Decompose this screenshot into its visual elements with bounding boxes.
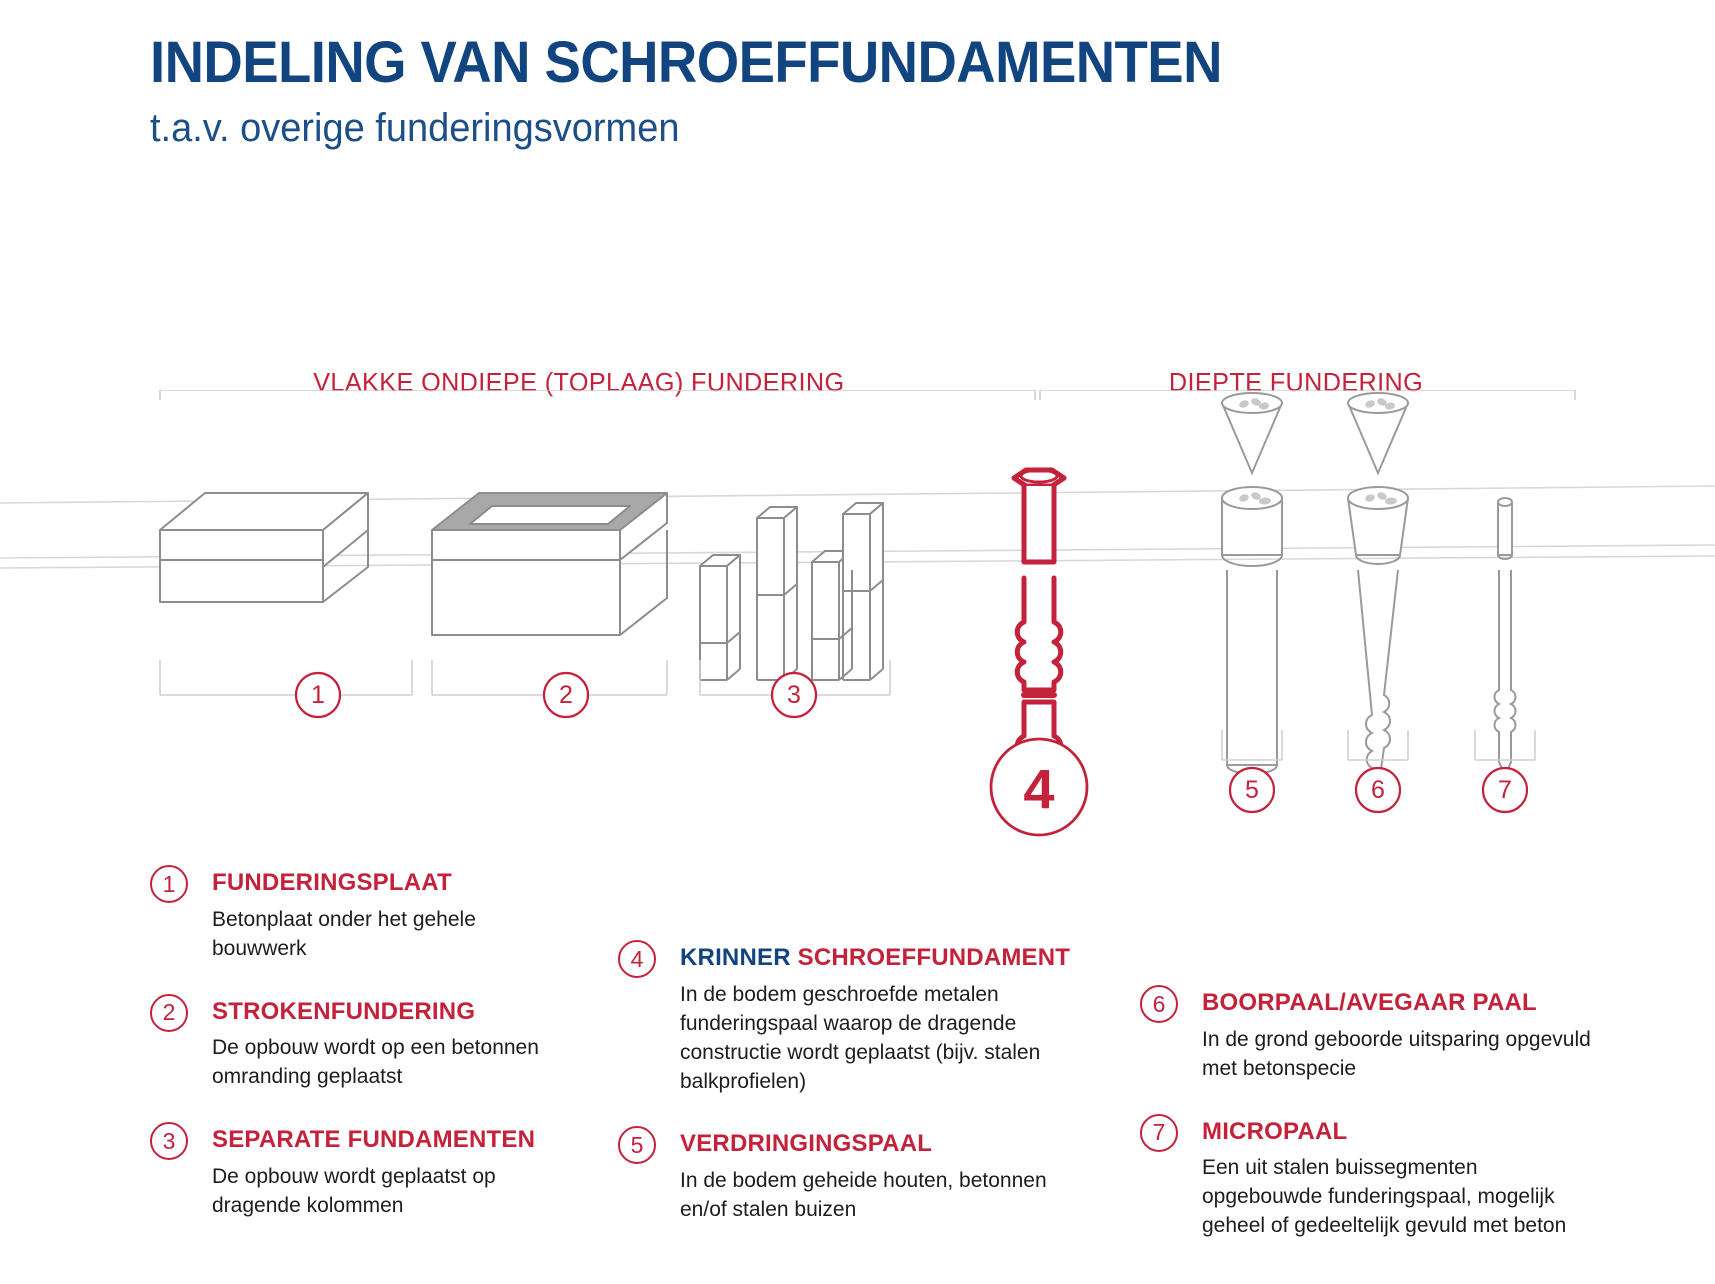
- legend-item-separate-fundamenten[interactable]: 3 SEPARATE FUNDAMENTEN De opbouw wordt g…: [150, 1122, 570, 1221]
- diagram-badge-7-label: 7: [1498, 776, 1512, 804]
- diagram-badge-2: [542, 671, 590, 719]
- legend-column-middle: 4 KRINNER SCHROEFFUNDAMENT In de bodem g…: [618, 940, 1070, 1255]
- legend-title-funderingsplaat: FUNDERINGSPLAAT: [212, 869, 452, 896]
- legend-item-krinner-schroeffundament[interactable]: 4 KRINNER SCHROEFFUNDAMENT In de bodem g…: [618, 940, 1070, 1096]
- legend-desc-verdringingspaal: In de bodem geheide houten, betonnen en/…: [680, 1169, 1047, 1222]
- diagram-measure-brackets: [159, 660, 1536, 761]
- legend-title-brand: KRINNER: [680, 944, 791, 971]
- legend-body: KRINNER SCHROEFFUNDAMENT In de bodem ges…: [680, 940, 1070, 1096]
- legend-badge-3: 3: [150, 1122, 188, 1161]
- legend-badge-1: 1: [150, 865, 188, 903]
- diagram-badge-1: [294, 671, 342, 719]
- legend-body: SEPARATE FUNDAMENTEN De opbouw wordt gep…: [212, 1122, 570, 1221]
- page-title: INDELING VAN SCHROEFFUNDAMENTEN: [150, 30, 1222, 95]
- legend-column-left: 1 FUNDERINGSPLAAT Betonplaat onder het g…: [150, 865, 570, 1251]
- legend-title-separate-fundamenten: SEPARATE FUNDAMENTEN: [212, 1126, 536, 1154]
- legend-desc-micropaal: Een uit stalen buissegmenten opgebouwde …: [1202, 1156, 1567, 1238]
- diagram-strokenfundering: [431, 492, 668, 636]
- legend-title-strokenfundering: STROKENFUNDERING: [212, 997, 476, 1025]
- legend-desc-boorpaal-avegaar-paal: In de grond geboorde uitsparing opgevuld…: [1202, 1027, 1591, 1080]
- legend-desc-krinner-schroeffundament: In de bodem geschroefde metalen funderin…: [680, 982, 1041, 1093]
- diagram-badge-4-label: 4: [1023, 758, 1054, 821]
- legend-desc-funderingsplaat: Betonplaat onder het gehele bouwwerk: [212, 907, 476, 960]
- legend-title-krinner-schroeffundament: KRINNER SCHROEFFUNDAMENT: [680, 940, 1070, 972]
- diagram-badge-4: [989, 737, 1089, 837]
- legend-body: MICROPAAL Een uit stalen buissegmenten o…: [1202, 1114, 1600, 1242]
- diagram-badge-1-label: 1: [311, 681, 325, 709]
- legend-desc-strokenfundering: De opbouw wordt op een betonnen omrandin…: [212, 1036, 539, 1089]
- legend-body: BOORPAAL/AVEGAAR PAAL In de grond geboor…: [1202, 985, 1600, 1084]
- legend-item-verdringingspaal[interactable]: 5 VERDRINGINGSPAAL In de bodem geheide h…: [618, 1126, 1048, 1225]
- title-block: INDELING VAN SCHROEFFUNDAMENTEN t.a.v. o…: [150, 30, 1570, 150]
- legend-badge-5: 5: [618, 1126, 656, 1165]
- diagram-badge-5: [1228, 766, 1276, 814]
- legend-body: STROKENFUNDERING De opbouw wordt op een …: [212, 994, 570, 1093]
- legend-title-verdringingspaal: VERDRINGINGSPAAL: [680, 1130, 933, 1158]
- diagram-badge-6-label: 6: [1371, 776, 1385, 804]
- diagram-badge-3: [770, 671, 818, 719]
- legend-column-right: 6 BOORPAAL/AVEGAAR PAAL In de grond gebo…: [1140, 985, 1600, 1271]
- section-brackets: [159, 390, 1576, 400]
- page-subtitle: t.a.v. overige funderingsvormen: [150, 106, 680, 150]
- diagram-number-badges: 1 2 3 4 5 6 7: [294, 671, 1529, 837]
- diagram-badge-3-label: 3: [787, 681, 801, 709]
- section-header-deep-foundation: DIEPTE FUNDERING: [1168, 367, 1424, 397]
- legend-badge-4: 4: [618, 940, 656, 978]
- legend-item-strokenfundering[interactable]: 2 STROKENFUNDERING De opbouw wordt op ee…: [150, 993, 570, 1093]
- diagram-funderingsplaat: [159, 492, 369, 603]
- diagram-micropaal: [1493, 497, 1517, 779]
- legend-item-funderingsplaat[interactable]: 1 FUNDERINGSPLAAT Betonplaat onder het g…: [150, 865, 570, 964]
- diagram-badge-2-label: 2: [559, 681, 573, 709]
- section-header-shallow-foundation: VLAKKE ONDIEPE (TOPLAAG) FUNDERING: [313, 367, 845, 397]
- legend-badge-6: 6: [1140, 985, 1178, 1023]
- legend-title-micropaal: MICROPAAL: [1202, 1117, 1348, 1145]
- legend-title-rest: SCHROEFFUNDAMENT: [797, 944, 1071, 971]
- diagram-boorpaal-avegaar-paal: [1347, 392, 1409, 791]
- legend-body: FUNDERINGSPLAAT Betonplaat onder het geh…: [212, 865, 570, 964]
- legend-badge-2: 2: [150, 993, 188, 1032]
- legend-item-boorpaal-avegaar-paal[interactable]: 6 BOORPAAL/AVEGAAR PAAL In de grond gebo…: [1140, 985, 1600, 1084]
- legend-badge-7: 7: [1140, 1113, 1178, 1152]
- diagram-verdringingspaal: [1221, 392, 1283, 775]
- diagram-badge-5-label: 5: [1245, 776, 1259, 804]
- legend-body: VERDRINGINGSPAAL In de bodem geheide hou…: [680, 1126, 1048, 1225]
- diagram-badge-7: [1481, 766, 1529, 814]
- legend-title-boorpaal-avegaar-paal: BOORPAAL/AVEGAAR PAAL: [1202, 989, 1537, 1016]
- foundation-diagram: 1 2 3 4 5 6 7: [0, 390, 1715, 837]
- legend-desc-separate-fundamenten: De opbouw wordt geplaatst op dragende ko…: [212, 1164, 496, 1217]
- legend-item-micropaal[interactable]: 7 MICROPAAL Een uit stalen buissegmenten…: [1140, 1113, 1600, 1242]
- diagram-badge-6: [1354, 766, 1402, 814]
